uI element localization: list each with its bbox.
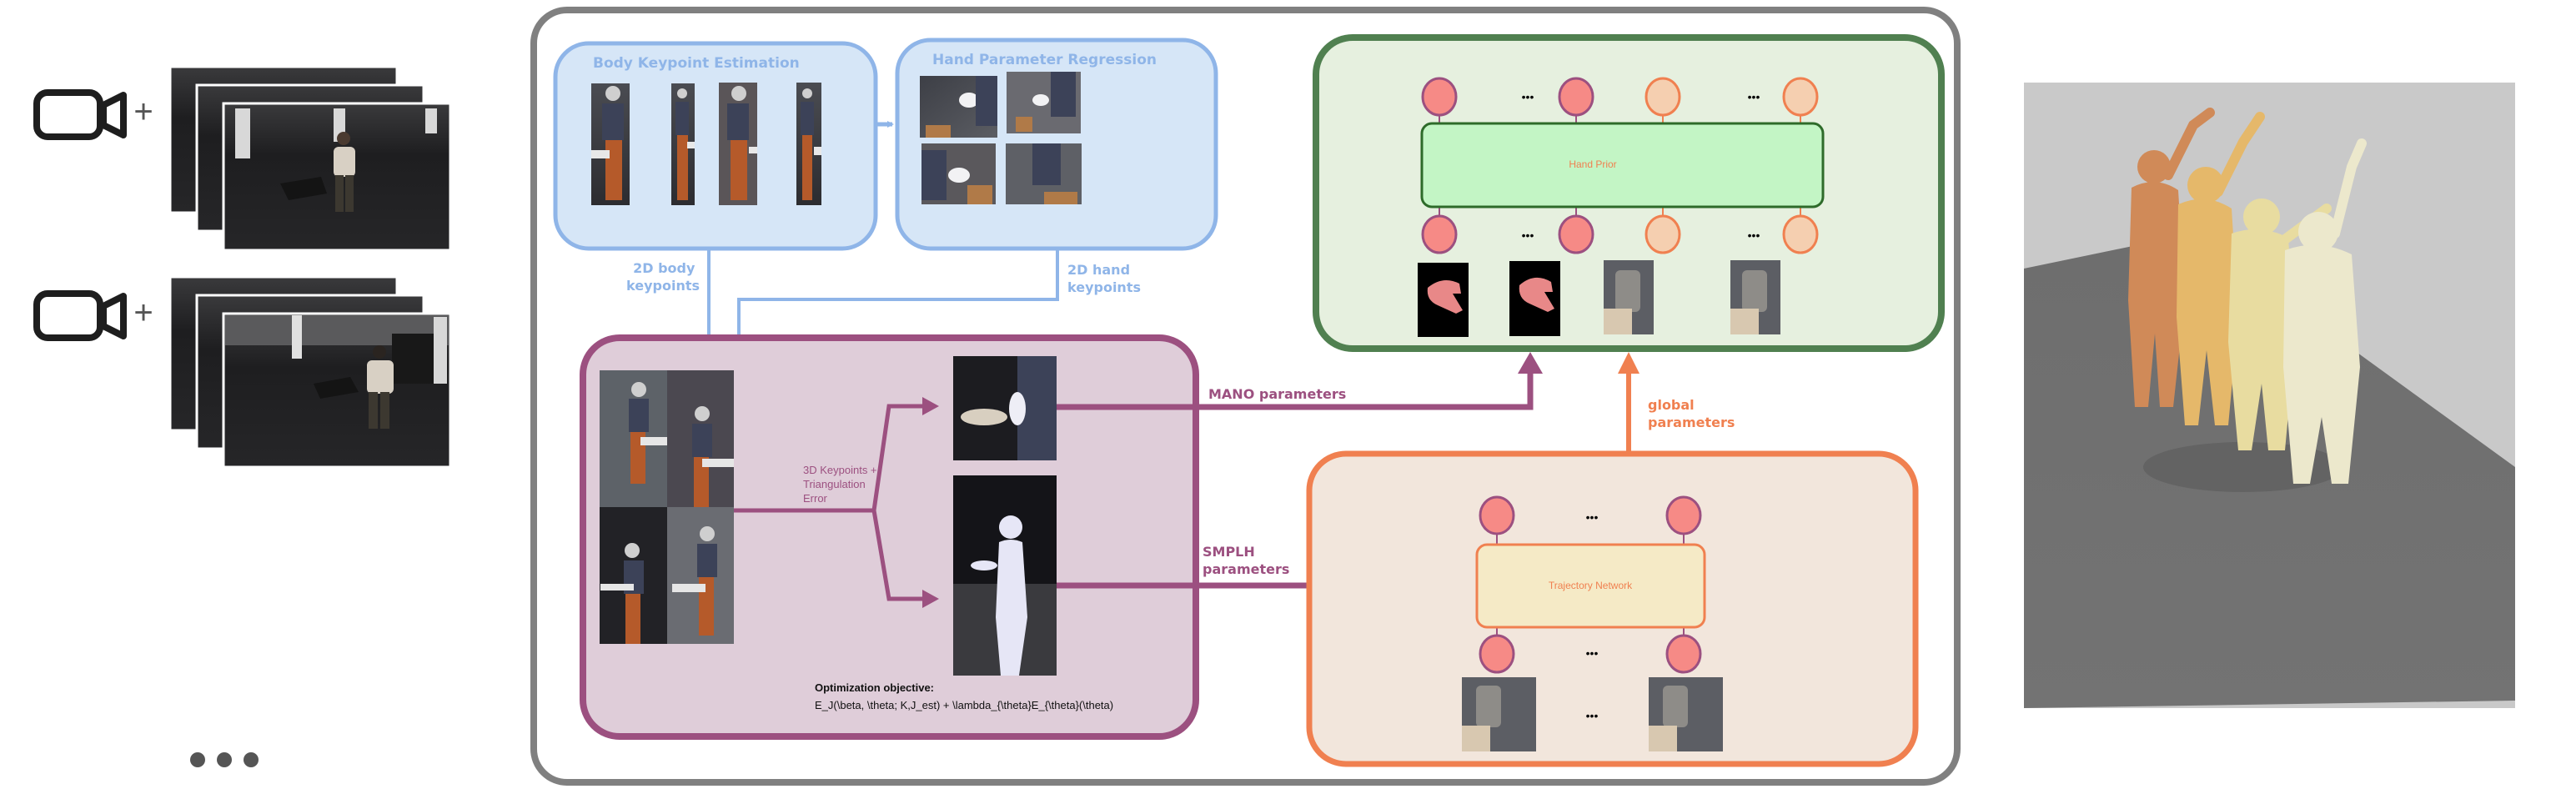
hand-prior-output-node	[1782, 77, 1819, 117]
video-frame-stack	[168, 275, 452, 469]
arrow-head	[922, 397, 939, 415]
hand-prior-thumbnails	[1418, 260, 1780, 337]
hand-keypoints-label: 2D hand keypoints	[1067, 262, 1141, 295]
hand-prior-output-node	[1645, 77, 1681, 117]
trajectory-nodes	[1479, 495, 1702, 674]
smplh-fit-content	[953, 515, 1057, 676]
hand-regression-title: Hand Parameter Regression	[932, 52, 1157, 68]
trajectory-output-node	[1665, 495, 1702, 535]
body-mesh	[2128, 108, 2215, 407]
hand-prior-box	[1420, 122, 1825, 209]
camera-input-2: +	[33, 275, 452, 469]
body-keypoint-panel: Body Keypoint Estimation	[553, 41, 878, 251]
mano-fit-content	[961, 356, 1057, 460]
trajectory-network-label: Trajectory Network	[1549, 580, 1633, 591]
body-mesh	[2177, 112, 2265, 426]
hand-prior-input-node	[1782, 214, 1819, 254]
trajectory-panel: Trajectory Network ••• ••• •••	[1306, 450, 1919, 767]
plus-sign: +	[133, 294, 153, 331]
trajectory-network-box	[1475, 543, 1706, 629]
mano-parameters-edge: MANO parameters	[1057, 352, 1543, 410]
camera-input-1: +	[33, 65, 452, 252]
body-mesh	[2283, 138, 2367, 484]
person-figure	[367, 345, 394, 429]
mano-parameters-label: MANO parameters	[1208, 386, 1346, 402]
global-parameters-edge: global parameters	[1618, 352, 1735, 454]
trajectory-input-node	[1665, 634, 1702, 674]
body-keypoint-title: Body Keypoint Estimation	[593, 55, 800, 72]
video-camera-icon	[33, 290, 127, 341]
ellipsis: •••	[1748, 90, 1760, 103]
more-inputs-ellipsis	[190, 752, 259, 767]
hand-prior-input-node	[1558, 214, 1594, 254]
multiview-grid	[600, 370, 734, 644]
video-camera-icon	[33, 89, 127, 140]
hand-regression-thumbnails	[920, 72, 1082, 204]
video-frame-stack	[168, 65, 452, 252]
hand-prior-output-nodes	[1421, 77, 1819, 123]
trajectory-input-node	[1479, 634, 1515, 674]
hand-prior-panel: Hand Prior ••• ••• ••• ••• ••• •••	[1313, 34, 1945, 352]
ellipsis: •••	[1586, 510, 1599, 524]
body-keypoints-label: 2D body keypoints	[626, 260, 700, 294]
triangulation-branch-label: 3D Keypoints + Triangulation Error	[803, 464, 880, 505]
ellipsis: •••	[1522, 229, 1534, 242]
triangulation-panel: 3D Keypoints + Triangulation Error Optim…	[580, 334, 1199, 740]
ellipsis: •••	[1522, 90, 1534, 103]
global-parameters-label: global parameters	[1648, 397, 1735, 430]
body-keypoint-thumbnails	[591, 83, 821, 205]
trajectory-output-node	[1479, 495, 1515, 535]
ellipsis: •••	[1586, 646, 1599, 660]
person-figure	[334, 132, 355, 212]
ellipsis: •••	[1748, 229, 1760, 242]
hand-prior-input-nodes	[1421, 207, 1819, 254]
trajectory-thumbnails	[1462, 677, 1723, 751]
arrow-head	[922, 590, 939, 608]
branch-arrows	[734, 404, 932, 601]
hand-regression-panel: Hand Parameter Regression	[895, 38, 1218, 251]
hand-prior-input-node	[1645, 214, 1681, 254]
hand-prior-output-node	[1558, 77, 1594, 117]
hand-prior-output-node	[1421, 77, 1458, 117]
hand-prior-input-node	[1421, 214, 1458, 254]
optimization-objective-formula: E_J(\beta, \theta; K,J_est) + \lambda_{\…	[815, 699, 1113, 711]
ellipsis: •••	[1586, 709, 1599, 722]
smplh-parameters-label: SMPLH parameters	[1203, 544, 1289, 577]
hand-keypoints-edge: 2D hand keypoints	[736, 250, 1141, 359]
hand-prior-label: Hand Prior	[1569, 158, 1616, 170]
reconstruction-render	[2024, 83, 2515, 708]
optimization-objective-title: Optimization objective:	[815, 681, 934, 694]
plus-sign: +	[133, 93, 153, 130]
